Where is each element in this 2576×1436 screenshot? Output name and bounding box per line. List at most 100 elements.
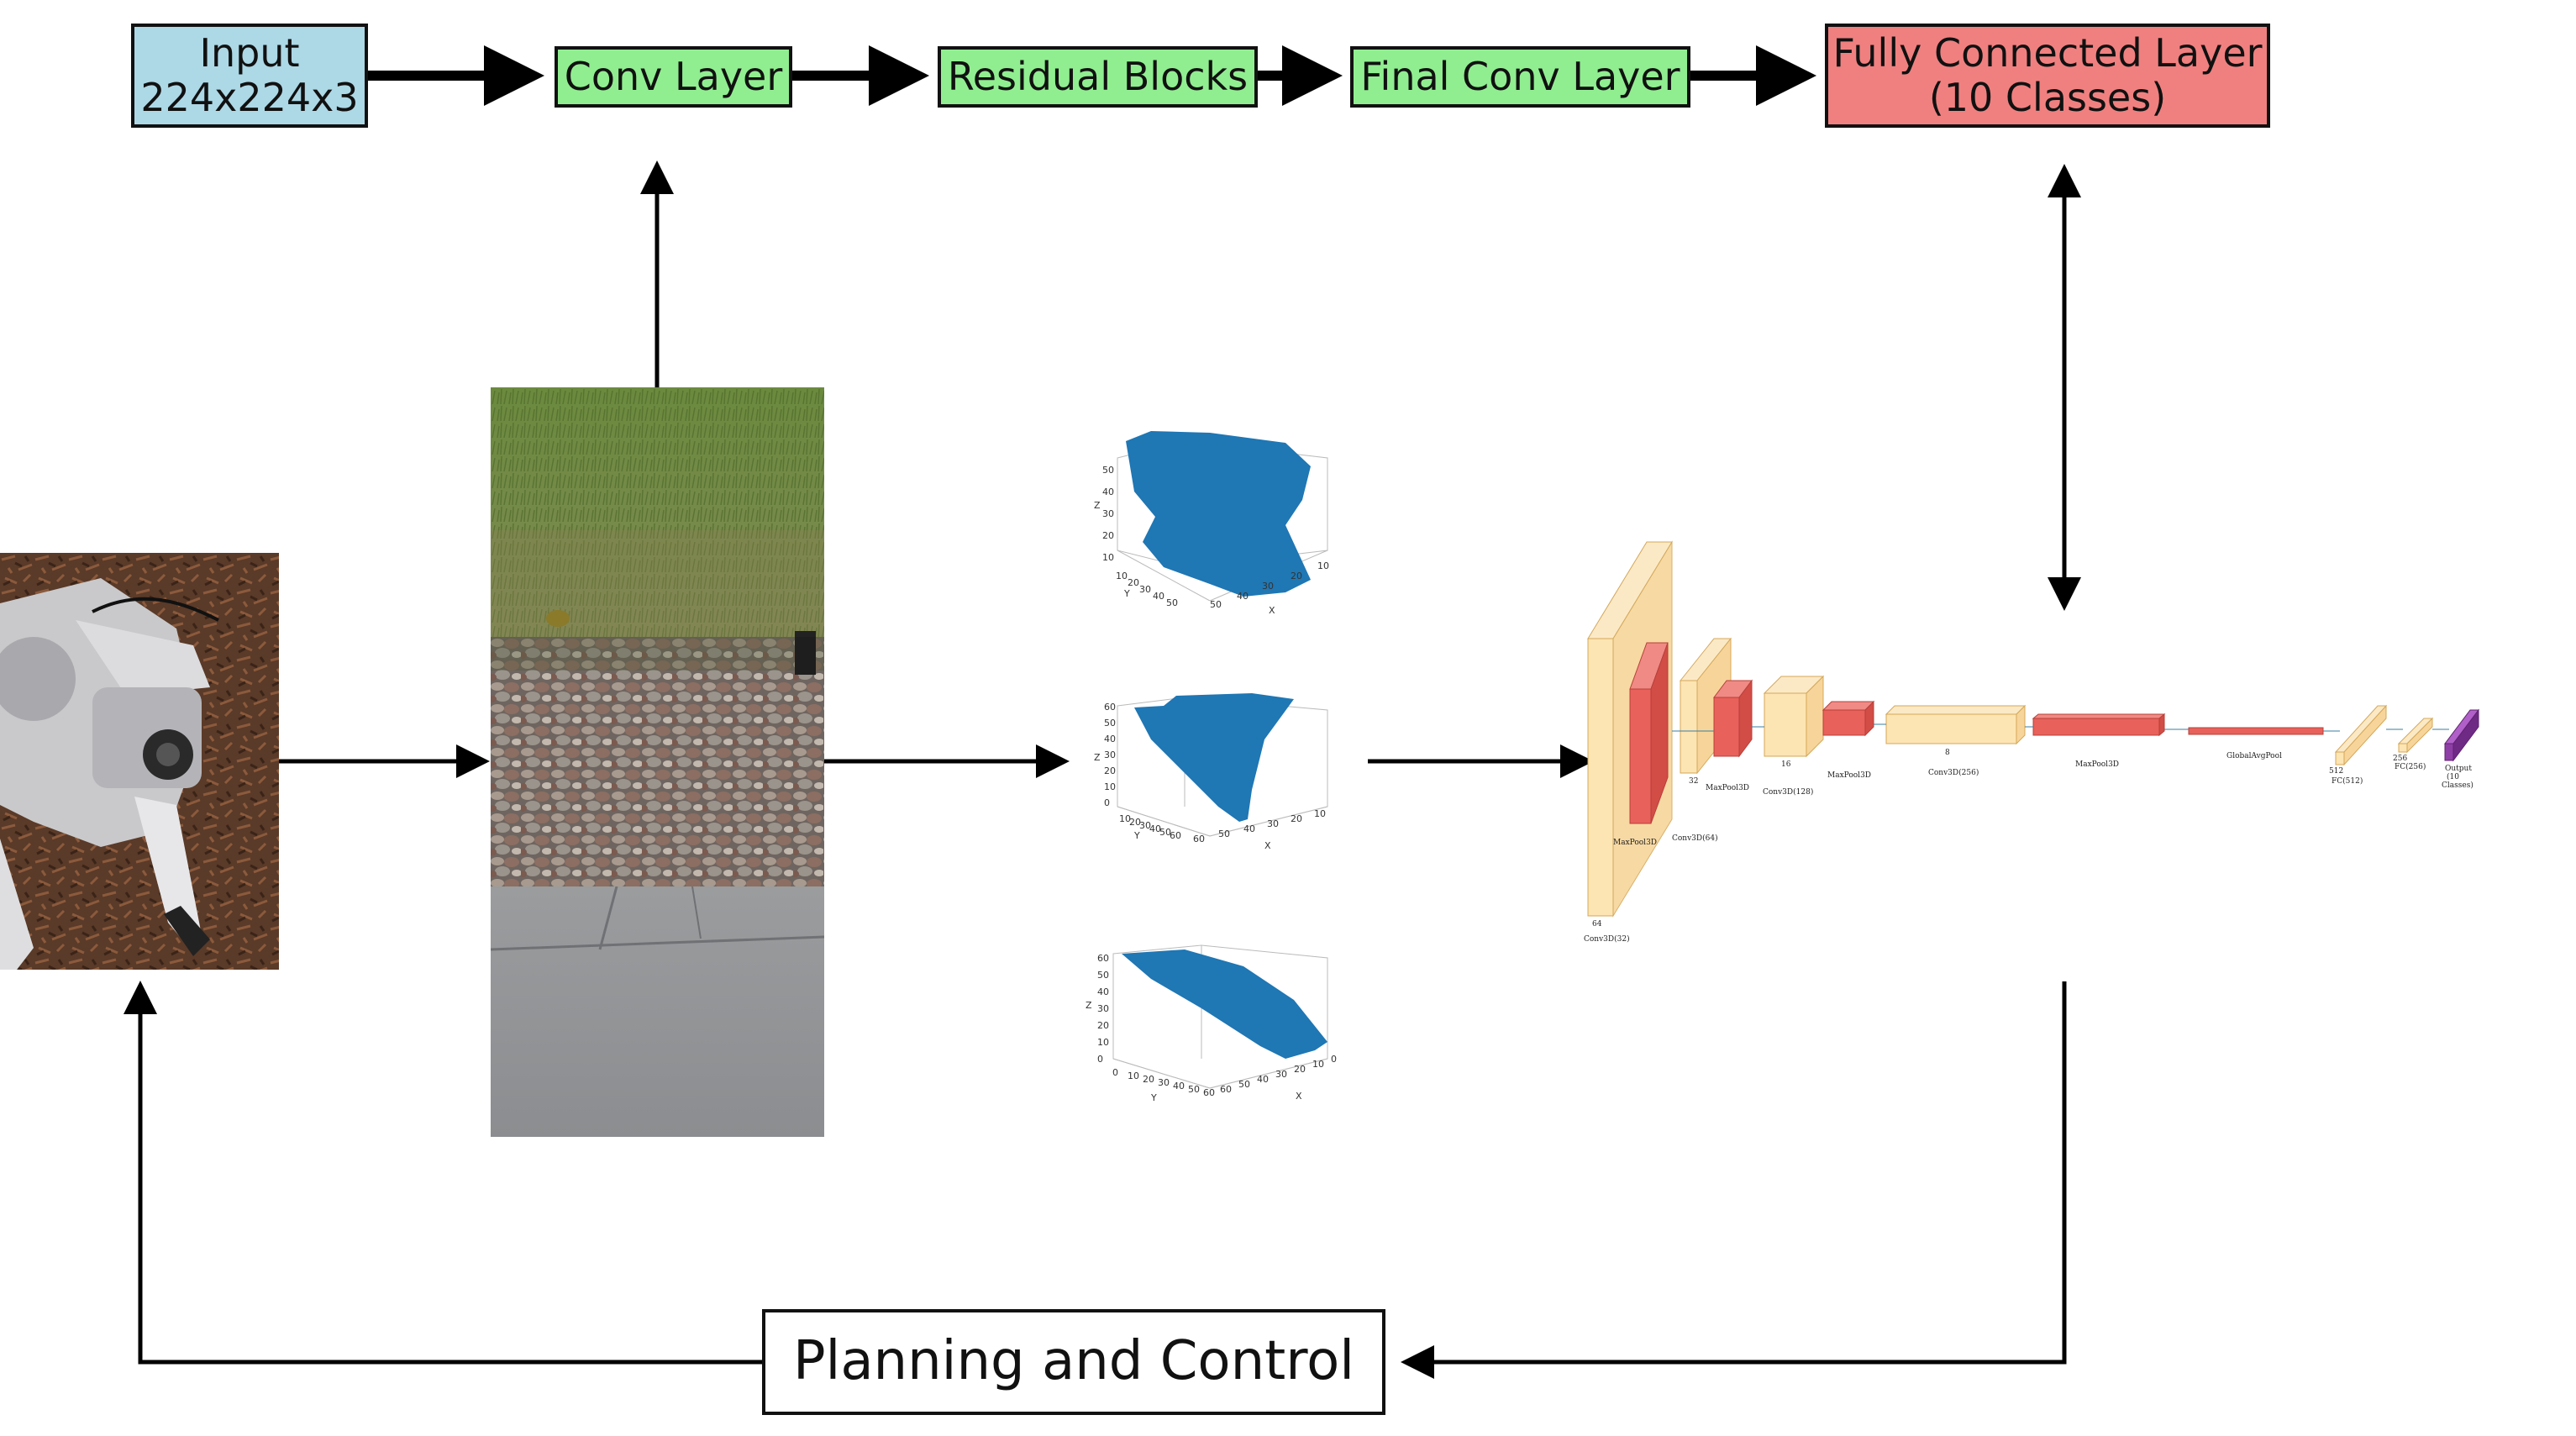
cnn-layer-maxpool3d-3 — [1822, 700, 1875, 737]
x-tick: 20 — [1291, 571, 1302, 581]
point-cloud-surface — [1134, 693, 1294, 822]
z-tick: 50 — [1097, 970, 1109, 981]
point-cloud-surface — [1126, 431, 1311, 597]
y-tick: 10 — [1116, 571, 1128, 581]
y-tick: 30 — [1139, 820, 1151, 831]
y-tick: 20 — [1128, 577, 1139, 588]
x-tick: 60 — [1220, 1084, 1232, 1095]
z-tick: 30 — [1102, 508, 1114, 519]
z-tick: 60 — [1104, 702, 1116, 713]
dim-label: 16 — [1781, 760, 1791, 769]
layer-label: FC(512) — [2332, 776, 2363, 786]
layer-label: Output — [2445, 765, 2472, 773]
input-box: Input 224x224x3 — [131, 24, 368, 128]
concrete-terrain-photo — [491, 886, 824, 1137]
x-ticks: 60 50 40 30 20 10 0 — [1220, 1054, 1337, 1095]
cnn-layer-maxpool3d-1 — [1629, 642, 1669, 824]
x-tick: 50 — [1238, 1079, 1250, 1090]
x-tick: 0 — [1331, 1054, 1337, 1065]
grass-terrain-photo — [491, 387, 824, 639]
z-axis-label: Z — [1094, 752, 1101, 763]
point-cloud-surface — [1122, 949, 1327, 1059]
z-tick: 40 — [1097, 986, 1109, 997]
y-tick: 20 — [1143, 1074, 1154, 1085]
cnn-layer-globalavgpool — [2188, 727, 2324, 735]
input-box-shape: 224x224x3 — [140, 75, 359, 120]
layer-label: MaxPool3D — [1827, 771, 1871, 780]
arrow-cnn3d-to-planning — [1401, 981, 2067, 1379]
layer-label: Conv3D(128) — [1763, 787, 1813, 797]
z-tick: 10 — [1102, 552, 1114, 563]
z-axis-label: Z — [1094, 500, 1101, 511]
y-tick: 10 — [1119, 813, 1131, 824]
x-ticks: 60 50 40 30 20 10 — [1193, 808, 1326, 844]
point-cloud-plot-gravel: Z Y X 60 50 40 30 20 10 0 10 20 30 40 50… — [1094, 693, 1328, 851]
y-tick: 40 — [1153, 591, 1164, 602]
x-tick: 40 — [1257, 1074, 1269, 1085]
x-tick: 20 — [1294, 1064, 1306, 1075]
layer-label: MaxPool3D — [1706, 784, 1749, 792]
fully-connected-layer-box: Fully Connected Layer (10 Classes) — [1825, 24, 2270, 128]
z-tick: 0 — [1104, 797, 1110, 808]
input-box-title: Input — [199, 30, 300, 76]
y-tick: 30 — [1139, 584, 1151, 595]
gravel-terrain-photo — [491, 637, 824, 889]
z-ticks: 60 50 40 30 20 10 0 — [1104, 702, 1116, 808]
x-tick: 30 — [1275, 1069, 1287, 1080]
z-tick: 20 — [1104, 765, 1116, 776]
cnn-connectors — [1672, 723, 2449, 732]
fc-box-classes: (10 Classes) — [1928, 75, 2167, 120]
x-tick: 10 — [1317, 560, 1329, 571]
layer-label: MaxPool3D — [1613, 839, 1657, 847]
dim-label: 64 — [1592, 920, 1602, 928]
z-tick: 60 — [1097, 953, 1109, 964]
z-tick: 50 — [1102, 465, 1114, 476]
cnn-layer-fc-512 — [2334, 704, 2388, 766]
x-tick: 30 — [1262, 581, 1274, 592]
z-axis-label: Z — [1086, 1000, 1092, 1011]
arrow-planning-to-robot — [124, 981, 762, 1365]
z-tick: 10 — [1097, 1037, 1109, 1048]
fc-box-title: Fully Connected Layer — [1832, 30, 2263, 76]
cnn-layer-fc-256 — [2397, 717, 2434, 754]
y-tick: 50 — [1166, 597, 1178, 608]
y-tick: 0 — [1112, 1067, 1118, 1078]
x-tick: 40 — [1243, 823, 1255, 834]
point-cloud-plot-grass: Z Y X 50 40 30 20 10 10 20 30 40 50 50 4… — [1094, 431, 1329, 616]
x-tick: 30 — [1267, 818, 1279, 829]
y-tick: 60 — [1170, 830, 1181, 841]
x-ticks: 50 40 30 20 10 — [1210, 560, 1329, 610]
y-tick: 60 — [1203, 1087, 1215, 1098]
dim-label: 8 — [1945, 749, 1950, 757]
layer-label: Classes) — [2442, 781, 2473, 790]
x-tick: 40 — [1237, 591, 1249, 602]
cnn3d-architecture: Conv3D(32) MaxPool3D Conv3D(64) MaxPool3… — [1584, 540, 2479, 944]
z-tick: 20 — [1097, 1020, 1109, 1031]
z-ticks: 60 50 40 30 20 10 0 — [1097, 953, 1109, 1065]
layer-label: Conv3D(256) — [1928, 768, 1979, 777]
x-tick: 10 — [1312, 1059, 1324, 1070]
z-tick: 10 — [1104, 781, 1116, 792]
x-tick: 10 — [1314, 808, 1326, 819]
y-axis-label: Y — [1150, 1092, 1157, 1103]
cnn-layer-conv3d-128 — [1763, 675, 1825, 758]
layer-label: Conv3D(64) — [1672, 834, 1718, 843]
y-tick: 40 — [1173, 1081, 1185, 1091]
layer-label: Conv3D(32) — [1584, 934, 1630, 944]
x-axis-label: X — [1296, 1091, 1302, 1102]
z-tick: 30 — [1104, 750, 1116, 760]
layer-label: (10 — [2447, 772, 2459, 781]
layer-label: FC(256) — [2395, 762, 2426, 771]
final-conv-layer-box: Final Conv Layer — [1350, 46, 1690, 108]
conv-layer-box: Conv Layer — [555, 46, 792, 108]
conv-layer-label: Conv Layer — [564, 54, 783, 100]
z-tick: 40 — [1102, 487, 1114, 497]
y-tick: 10 — [1128, 1070, 1139, 1081]
point-cloud-plot-concrete: Z Y X 60 50 40 30 20 10 0 0 10 20 30 40 … — [1086, 944, 1337, 1103]
cnn-layer-conv3d-256 — [1885, 704, 2027, 745]
layer-label: GlobalAvgPool — [2226, 752, 2282, 760]
z-tick: 0 — [1097, 1054, 1103, 1065]
x-axis-label: X — [1264, 840, 1271, 851]
dim-label: 32 — [1689, 777, 1698, 786]
